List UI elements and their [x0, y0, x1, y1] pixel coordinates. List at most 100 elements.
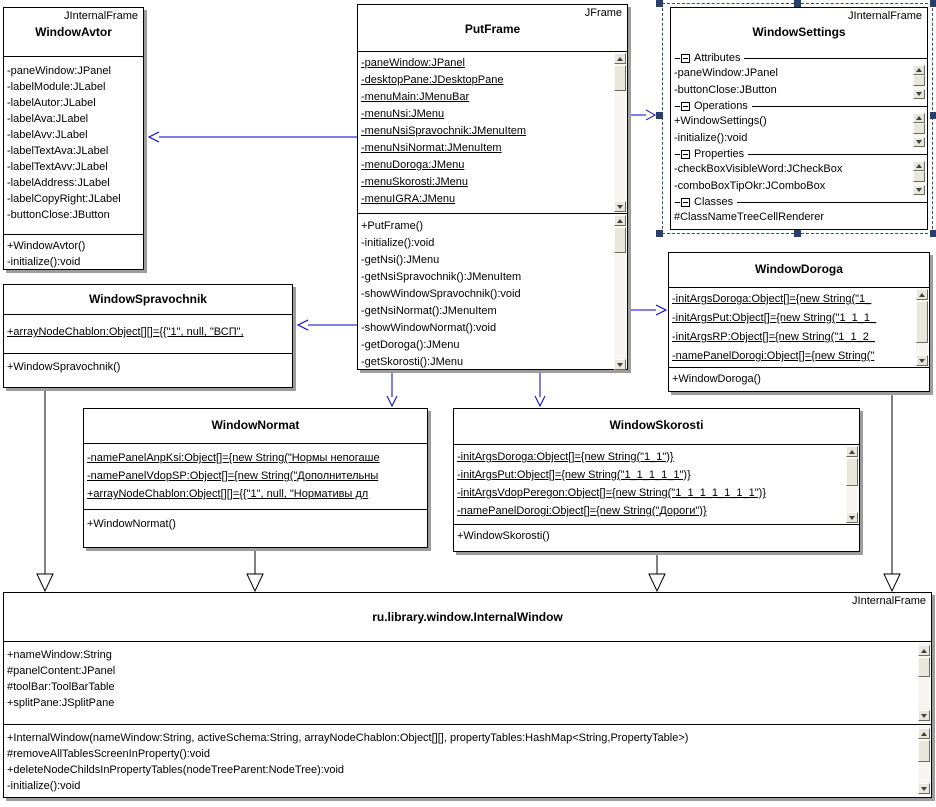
- scroll-up-button[interactable]: [913, 65, 925, 75]
- scroll-down-button[interactable]: [913, 185, 925, 195]
- attribute-row[interactable]: -paneWindow:JPanel: [361, 57, 465, 69]
- selection-handle[interactable]: [930, 230, 936, 237]
- generalization-windowskorosti-to-internalwindow[interactable]: [648, 553, 666, 593]
- attribute-row[interactable]: -labelAddress:JLabel: [7, 177, 110, 189]
- scroll-down-button[interactable]: [913, 137, 925, 147]
- class-title[interactable]: PutFrame: [464, 22, 521, 36]
- attribute-row[interactable]: +nameWindow:String: [7, 649, 112, 661]
- collapse-icon[interactable]: [681, 101, 690, 111]
- vertical-scrollbar[interactable]: [846, 446, 858, 523]
- class-internalwindow[interactable]: JInternalFrame ru.library.window.Interna…: [3, 592, 932, 798]
- scroll-up-button[interactable]: [913, 113, 925, 123]
- connector-putframe-to-windowdoroga[interactable]: [629, 304, 668, 316]
- scrollbar-thumb[interactable]: [913, 75, 925, 86]
- scroll-up-button[interactable]: [614, 215, 626, 226]
- vertical-scrollbar[interactable]: [614, 215, 626, 370]
- scroll-up-button[interactable]: [918, 728, 930, 739]
- scrollbar-thumb[interactable]: [913, 171, 925, 182]
- attribute-row[interactable]: -labelAva:JLabel: [7, 113, 89, 125]
- connector-putframe-to-windowspravochnik[interactable]: [296, 319, 357, 331]
- scrollbar-thumb[interactable]: [614, 227, 626, 253]
- attribute-row[interactable]: +splitPane:JSplitPane: [7, 697, 115, 709]
- attribute-row[interactable]: -labelCopyRight:JLabel: [7, 193, 121, 205]
- collapse-icon[interactable]: [681, 197, 690, 207]
- attribute-row[interactable]: -menuSkorosti:JMenu: [361, 176, 468, 188]
- vertical-scrollbar[interactable]: [918, 643, 930, 723]
- vertical-scrollbar[interactable]: [913, 161, 925, 195]
- attribute-row[interactable]: -paneWindow:JPanel: [7, 65, 111, 77]
- connector-putframe-to-windowsettings[interactable]: [629, 109, 657, 121]
- operation-row[interactable]: -initialize():void: [7, 256, 81, 268]
- selection-handle[interactable]: [794, 0, 801, 7]
- attribute-row[interactable]: -menuIGRA:JMenu: [361, 193, 456, 205]
- class-title[interactable]: WindowDoroga: [755, 262, 843, 276]
- scroll-down-button[interactable]: [614, 359, 626, 370]
- attribute-row[interactable]: -labelAvv:JLabel: [7, 129, 88, 141]
- class-putframe[interactable]: JFrame PutFrame -paneWindow:JPanel -desk…: [357, 4, 628, 370]
- attribute-row[interactable]: -menuNsiSpravochnik:JMenuItem: [361, 125, 527, 137]
- scroll-down-button[interactable]: [614, 201, 626, 212]
- selection-handle[interactable]: [656, 0, 663, 7]
- attribute-row[interactable]: -namePanelAnpKsi:Object[]={new String("Н…: [87, 452, 380, 464]
- selection-handle[interactable]: [656, 112, 663, 119]
- operation-row[interactable]: +InternalWindow(nameWindow:String, activ…: [7, 732, 689, 744]
- scroll-down-button[interactable]: [916, 355, 928, 366]
- vertical-scrollbar[interactable]: [918, 726, 930, 796]
- attribute-row[interactable]: -initArgsVdopPeregon:Object[]={new Strin…: [457, 487, 766, 499]
- class-title[interactable]: WindowAvtor: [35, 25, 112, 39]
- collapse-icon[interactable]: [681, 149, 690, 159]
- attribute-row[interactable]: -initArgsDoroga:Object[]={new String("1_: [672, 293, 872, 305]
- operation-row[interactable]: #removeAllTablesScreenInProperty():void: [7, 748, 210, 760]
- attribute-row[interactable]: #toolBar:ToolBarTable: [7, 681, 115, 693]
- attribute-row[interactable]: -namePanelDorogi:Object[]={new String(": [672, 350, 875, 362]
- attribute-row[interactable]: -menuNsi:JMenu: [361, 108, 445, 120]
- operation-row[interactable]: -getDoroga():JMenu: [361, 339, 460, 351]
- class-title[interactable]: ru.library.window.InternalWindow: [372, 610, 563, 624]
- operation-row[interactable]: +WindowDoroga(): [672, 373, 761, 385]
- scroll-up-button[interactable]: [918, 645, 930, 656]
- attribute-row[interactable]: -initArgsDoroga:Object[]={new String("1_…: [457, 451, 674, 463]
- operation-row[interactable]: -getSkorosti():JMenu: [361, 356, 464, 368]
- attribute-row[interactable]: -namePanelVdopSP:Object[]={new String("Д…: [87, 470, 379, 482]
- vertical-scrollbar[interactable]: [913, 113, 925, 147]
- collapse-icon[interactable]: [681, 53, 690, 63]
- operation-row[interactable]: +WindowSpravochnik(): [7, 361, 121, 373]
- scrollbar-thumb[interactable]: [918, 740, 930, 762]
- connector-putframe-to-windowskorosti[interactable]: [534, 371, 546, 408]
- generalization-windowspravochnik-to-internalwindow[interactable]: [36, 389, 54, 593]
- class-windowskorosti[interactable]: WindowSkorosti -initArgsDoroga:Object[]=…: [453, 408, 860, 552]
- class-windowspravochnik[interactable]: WindowSpravochnik +arrayNodeChablon:Obje…: [3, 284, 293, 388]
- connector-putframe-to-windownormat[interactable]: [386, 371, 398, 408]
- operation-row[interactable]: +WindowSettings(): [674, 115, 767, 127]
- attribute-row[interactable]: -paneWindow:JPanel: [674, 67, 778, 79]
- operation-row[interactable]: +deleteNodeChildsInPropertyTables(nodeTr…: [7, 764, 345, 776]
- scroll-up-button[interactable]: [913, 161, 925, 171]
- attribute-row[interactable]: -namePanelDorogi:Object[]={new String("Д…: [457, 505, 707, 517]
- operation-row[interactable]: +WindowAvtor(): [7, 240, 86, 252]
- generalization-windownormat-to-internalwindow[interactable]: [246, 549, 264, 593]
- attribute-row[interactable]: -labelAutor:JLabel: [7, 97, 96, 109]
- vertical-scrollbar[interactable]: [913, 65, 925, 99]
- operation-row[interactable]: -showWindowSpravochnik():void: [361, 288, 521, 300]
- property-row[interactable]: -comboBoxTipOkr:JComboBox: [674, 180, 826, 192]
- operation-row[interactable]: -getNsiSpravochnik():JMenuItem: [361, 271, 522, 283]
- class-windowsettings[interactable]: JInternalFrame WindowSettings Attributes…: [670, 7, 928, 230]
- vertical-scrollbar[interactable]: [916, 289, 928, 366]
- attribute-row[interactable]: -initArgsRP:Object[]={new String("1_1_2_: [672, 331, 875, 343]
- operation-row[interactable]: -initialize():void: [361, 237, 435, 249]
- attribute-row[interactable]: #panelContent:JPanel: [7, 665, 116, 677]
- scrollbar-thumb[interactable]: [918, 657, 930, 677]
- operation-row[interactable]: -showWindowNormat():void: [361, 322, 497, 334]
- operation-row[interactable]: +WindowSkorosti(): [457, 530, 550, 542]
- class-windowavtor[interactable]: JInternalFrame WindowAvtor -paneWindow:J…: [3, 7, 144, 270]
- selection-handle[interactable]: [930, 0, 936, 7]
- class-title[interactable]: WindowSkorosti: [609, 418, 704, 432]
- class-row[interactable]: #ClassNameTreeCellRenderer: [674, 211, 824, 223]
- scroll-up-button[interactable]: [846, 446, 858, 457]
- class-title[interactable]: WindowSpravochnik: [89, 292, 207, 306]
- generalization-windowdoroga-to-internalwindow[interactable]: [883, 393, 901, 593]
- operation-row[interactable]: -getNsiNormat():JMenuItem: [361, 305, 497, 317]
- attribute-row[interactable]: -buttonClose:JButton: [674, 84, 777, 96]
- attribute-row[interactable]: -desktopPane:JDesktopPane: [361, 74, 504, 86]
- attribute-row[interactable]: -initArgsPut:Object[]={new String("1_1_1…: [457, 469, 691, 481]
